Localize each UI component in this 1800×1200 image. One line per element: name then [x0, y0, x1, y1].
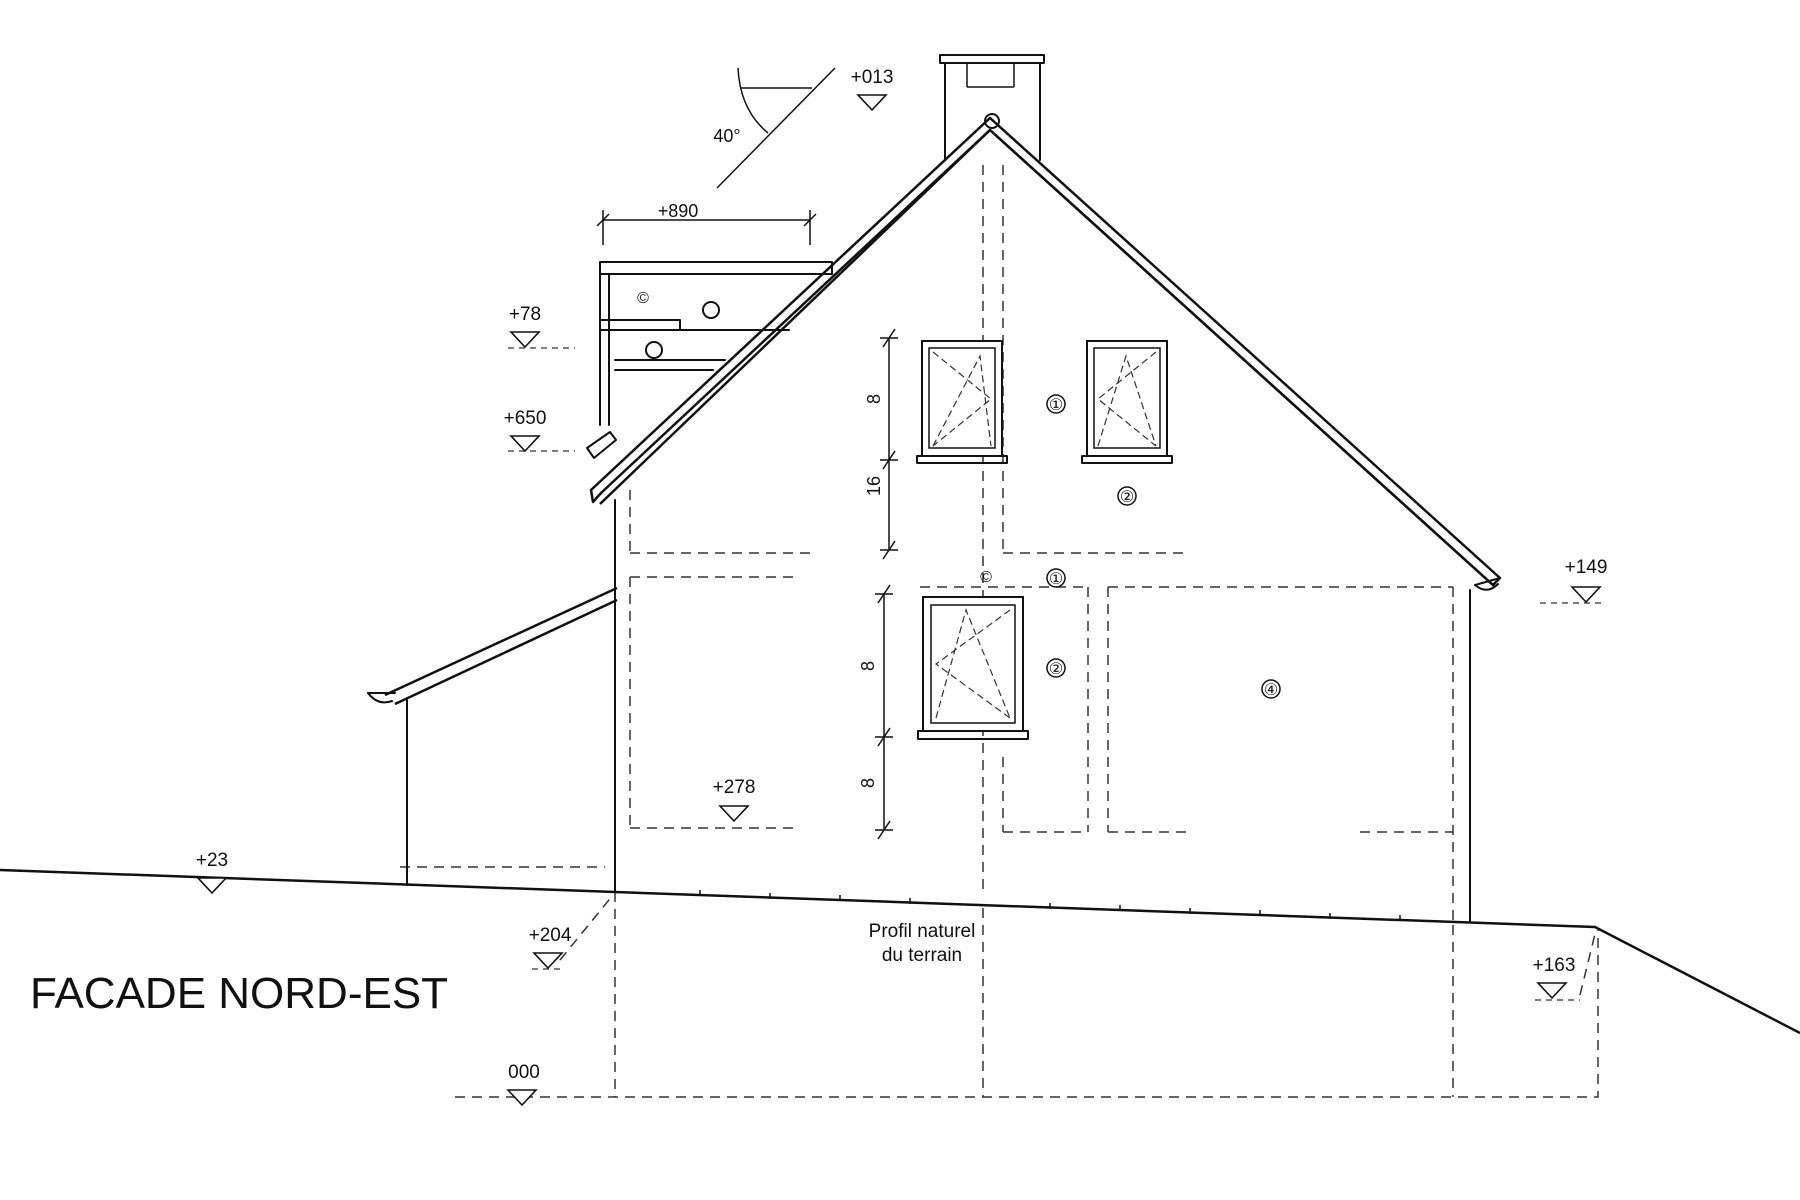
mark-upper-1: ①: [1049, 397, 1063, 414]
level-upper-left: +78: [508, 304, 575, 349]
window-upper-right: [1081, 340, 1173, 464]
dim-lower-sill: 8: [858, 778, 878, 788]
main-roof: [589, 113, 1502, 591]
level-interior-label: +278: [713, 777, 756, 798]
level-ridge-top: +013: [851, 67, 894, 112]
terrain-ticks: [699, 890, 1401, 921]
material-marks: ① ② © ① ② ④: [980, 394, 1281, 699]
level-eave-right: +149: [1540, 557, 1608, 604]
level-interior: +278: [713, 777, 756, 823]
mark-upper-2: ②: [1120, 489, 1134, 506]
terrain-note-line2: du terrain: [882, 945, 962, 966]
roof-angle-label: 40°: [713, 126, 740, 146]
vertical-dimensions-upper: 8 16: [864, 328, 898, 560]
window-upper-left: [916, 340, 1008, 464]
mark-mid-1: ①: [1049, 571, 1063, 588]
level-foundation-label: 000: [508, 1062, 540, 1083]
dim-width: +890: [658, 201, 699, 221]
drawing-title: FACADE NORD-EST: [30, 969, 448, 1018]
level-ground-front-label: +204: [529, 925, 572, 946]
level-eave-left-label: +650: [504, 408, 547, 429]
level-ground-left-label: +23: [196, 850, 228, 871]
main-walls: [614, 499, 1471, 922]
dim-lower-window: 8: [858, 661, 878, 671]
level-ground-left: +23: [196, 850, 228, 895]
vertical-dimensions-lower: 8 8: [858, 584, 893, 840]
window-lower: [917, 596, 1029, 740]
mark-lower-2: ②: [1049, 661, 1063, 678]
hidden-foundations: [400, 866, 1599, 1098]
dim-upper-window: 8: [864, 394, 884, 404]
terrain-profile: Profil naturel du terrain: [0, 868, 1800, 1035]
level-ground-front: +204: [529, 925, 572, 970]
chimney: [939, 54, 1045, 161]
horizontal-dimension: +890: [596, 201, 817, 245]
dormer-structure: ©: [586, 261, 833, 459]
mark-zone-4: ④: [1264, 682, 1278, 699]
level-ground-right: +163: [1533, 955, 1580, 1001]
annex-lean-to: [367, 586, 618, 886]
level-upper-left-label: +78: [509, 304, 541, 325]
level-ground-right-label: +163: [1533, 955, 1576, 976]
level-eave-right-label: +149: [1565, 557, 1608, 578]
roof-angle-indicator: 40°: [713, 67, 836, 189]
dormer-mark-c: ©: [637, 290, 649, 307]
terrain-note-line1: Profil naturel: [869, 921, 976, 942]
dim-upper-sill: 16: [864, 476, 884, 496]
level-foundation: 000: [506, 1062, 540, 1107]
mark-mid-c: ©: [980, 569, 992, 586]
level-eave-left: +650: [504, 408, 575, 453]
level-ridge-top-label: +013: [851, 67, 894, 88]
hidden-partitions: [629, 165, 1454, 925]
